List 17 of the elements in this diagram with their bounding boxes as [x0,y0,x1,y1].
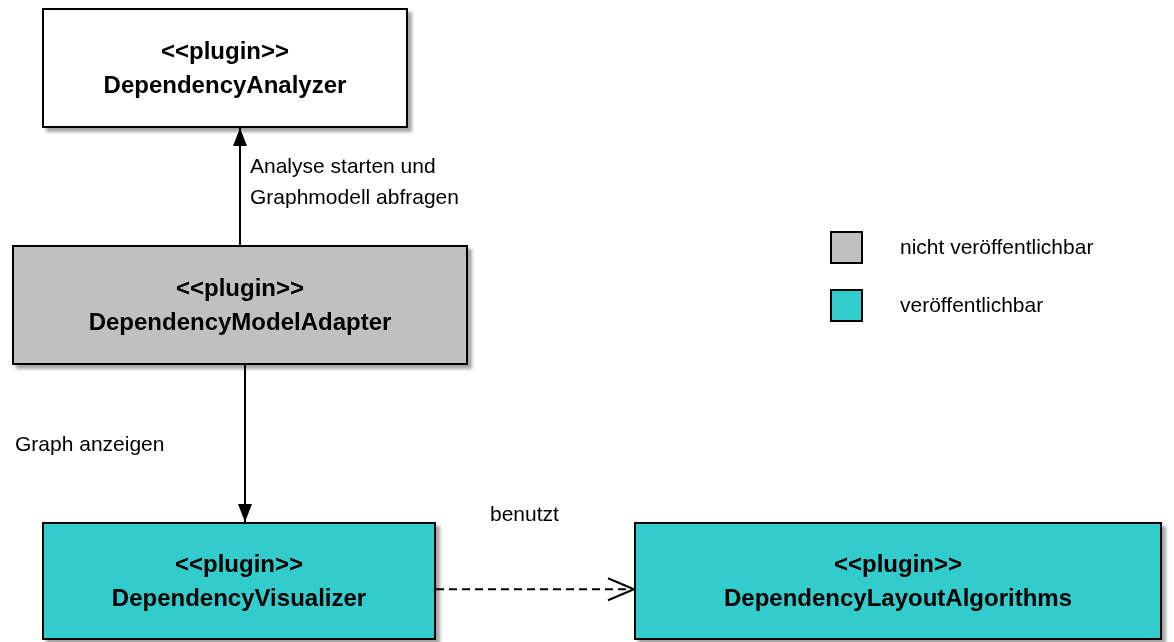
plugin-box [634,522,1162,640]
stereotype-label: <<plugin>> [833,549,962,579]
dashed-arrow [435,577,635,602]
plugin-name: DependencyLayoutAlgorithms [723,583,1072,613]
arrow [233,127,247,246]
plugin-name: DependencyAnalyzer [103,70,347,100]
plugin-box [42,8,408,128]
plugin-name: DependencyModelAdapter [88,307,392,337]
plugin-box [12,245,468,365]
legend-label: nicht veröffentlichbar [900,235,1094,259]
stereotype-label: <<plugin>> [160,36,289,66]
plugin-name: DependencyVisualizer [111,583,367,613]
stereotype-label: <<plugin>> [175,273,304,303]
legend-label: veröffentlichbar [900,293,1044,317]
stereotype-label: <<plugin>> [174,549,303,579]
arrow [238,364,252,523]
plugin-box [42,522,436,640]
